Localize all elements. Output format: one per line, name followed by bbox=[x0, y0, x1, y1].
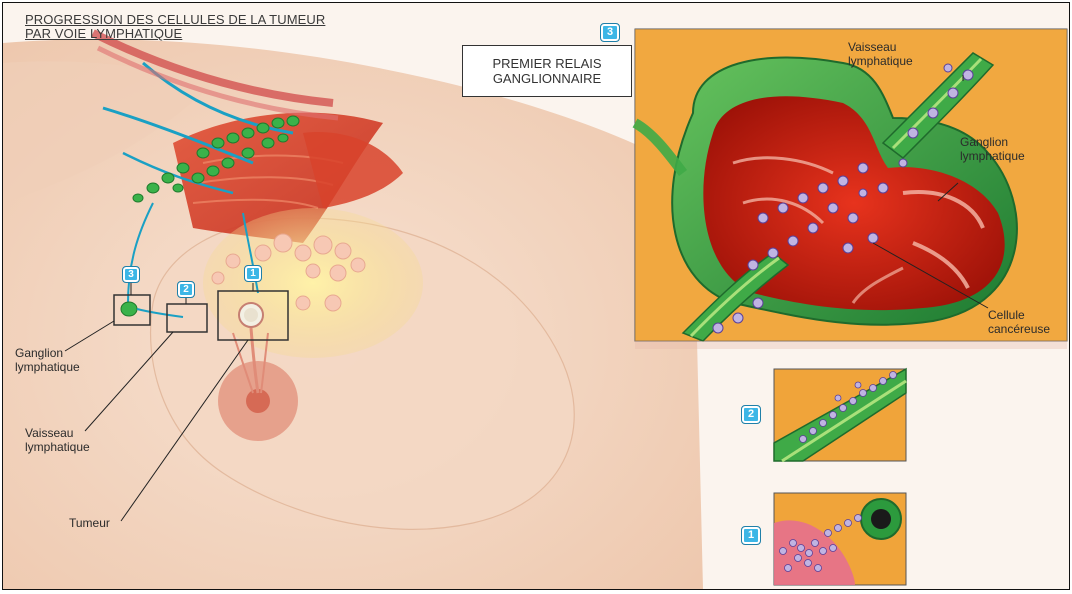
inset-label-cellule-line-2: cancéreuse bbox=[988, 322, 1050, 336]
relay-line-2: GANGLIONNAIRE bbox=[463, 71, 631, 86]
badge-1-main: 1 bbox=[244, 265, 262, 282]
inset-label-vaisseau: Vaisseau lymphatique bbox=[848, 40, 913, 68]
label-vaisseau-line-1: Vaisseau bbox=[25, 426, 90, 440]
badge-2-inset: 2 bbox=[741, 405, 761, 424]
badge-2-main: 2 bbox=[177, 281, 195, 298]
diagram-title: PROGRESSION DES CELLULES DE LA TUMEUR PA… bbox=[25, 13, 325, 41]
label-ganglion-line-2: lymphatique bbox=[15, 360, 80, 374]
inset-label-ganglion-line-1: Ganglion bbox=[960, 135, 1025, 149]
label-vaisseau-line-2: lymphatique bbox=[25, 440, 90, 454]
inset-label-ganglion-line-2: lymphatique bbox=[960, 149, 1025, 163]
badge-1-inset: 1 bbox=[741, 526, 761, 545]
label-tumeur: Tumeur bbox=[69, 516, 110, 530]
title-line-1: PROGRESSION DES CELLULES DE LA TUMEUR bbox=[25, 13, 325, 27]
title-line-2: PAR VOIE LYMPHATIQUE bbox=[25, 27, 325, 41]
sentinel-node bbox=[121, 302, 137, 316]
inset-tumour bbox=[774, 493, 906, 585]
badge-3-inset: 3 bbox=[600, 23, 620, 42]
inset-label-vaisseau-line-2: lymphatique bbox=[848, 54, 913, 68]
inset-label-cellule: Cellule cancéreuse bbox=[988, 308, 1050, 336]
inset-label-ganglion: Ganglion lymphatique bbox=[960, 135, 1025, 163]
relay-label-box: PREMIER RELAIS GANGLIONNAIRE bbox=[462, 45, 632, 97]
label-vaisseau: Vaisseau lymphatique bbox=[25, 426, 90, 454]
inset-label-vaisseau-line-1: Vaisseau bbox=[848, 40, 913, 54]
inset-lymph-vessel bbox=[774, 369, 906, 461]
label-ganglion-line-1: Ganglion bbox=[15, 346, 80, 360]
fatty-tissue bbox=[203, 208, 423, 358]
label-ganglion: Ganglion lymphatique bbox=[15, 346, 80, 374]
inset-label-cellule-line-1: Cellule bbox=[988, 308, 1050, 322]
inset-lymph-node bbox=[635, 29, 1067, 341]
badge-3-main: 3 bbox=[122, 266, 140, 283]
relay-line-1: PREMIER RELAIS bbox=[463, 56, 631, 71]
